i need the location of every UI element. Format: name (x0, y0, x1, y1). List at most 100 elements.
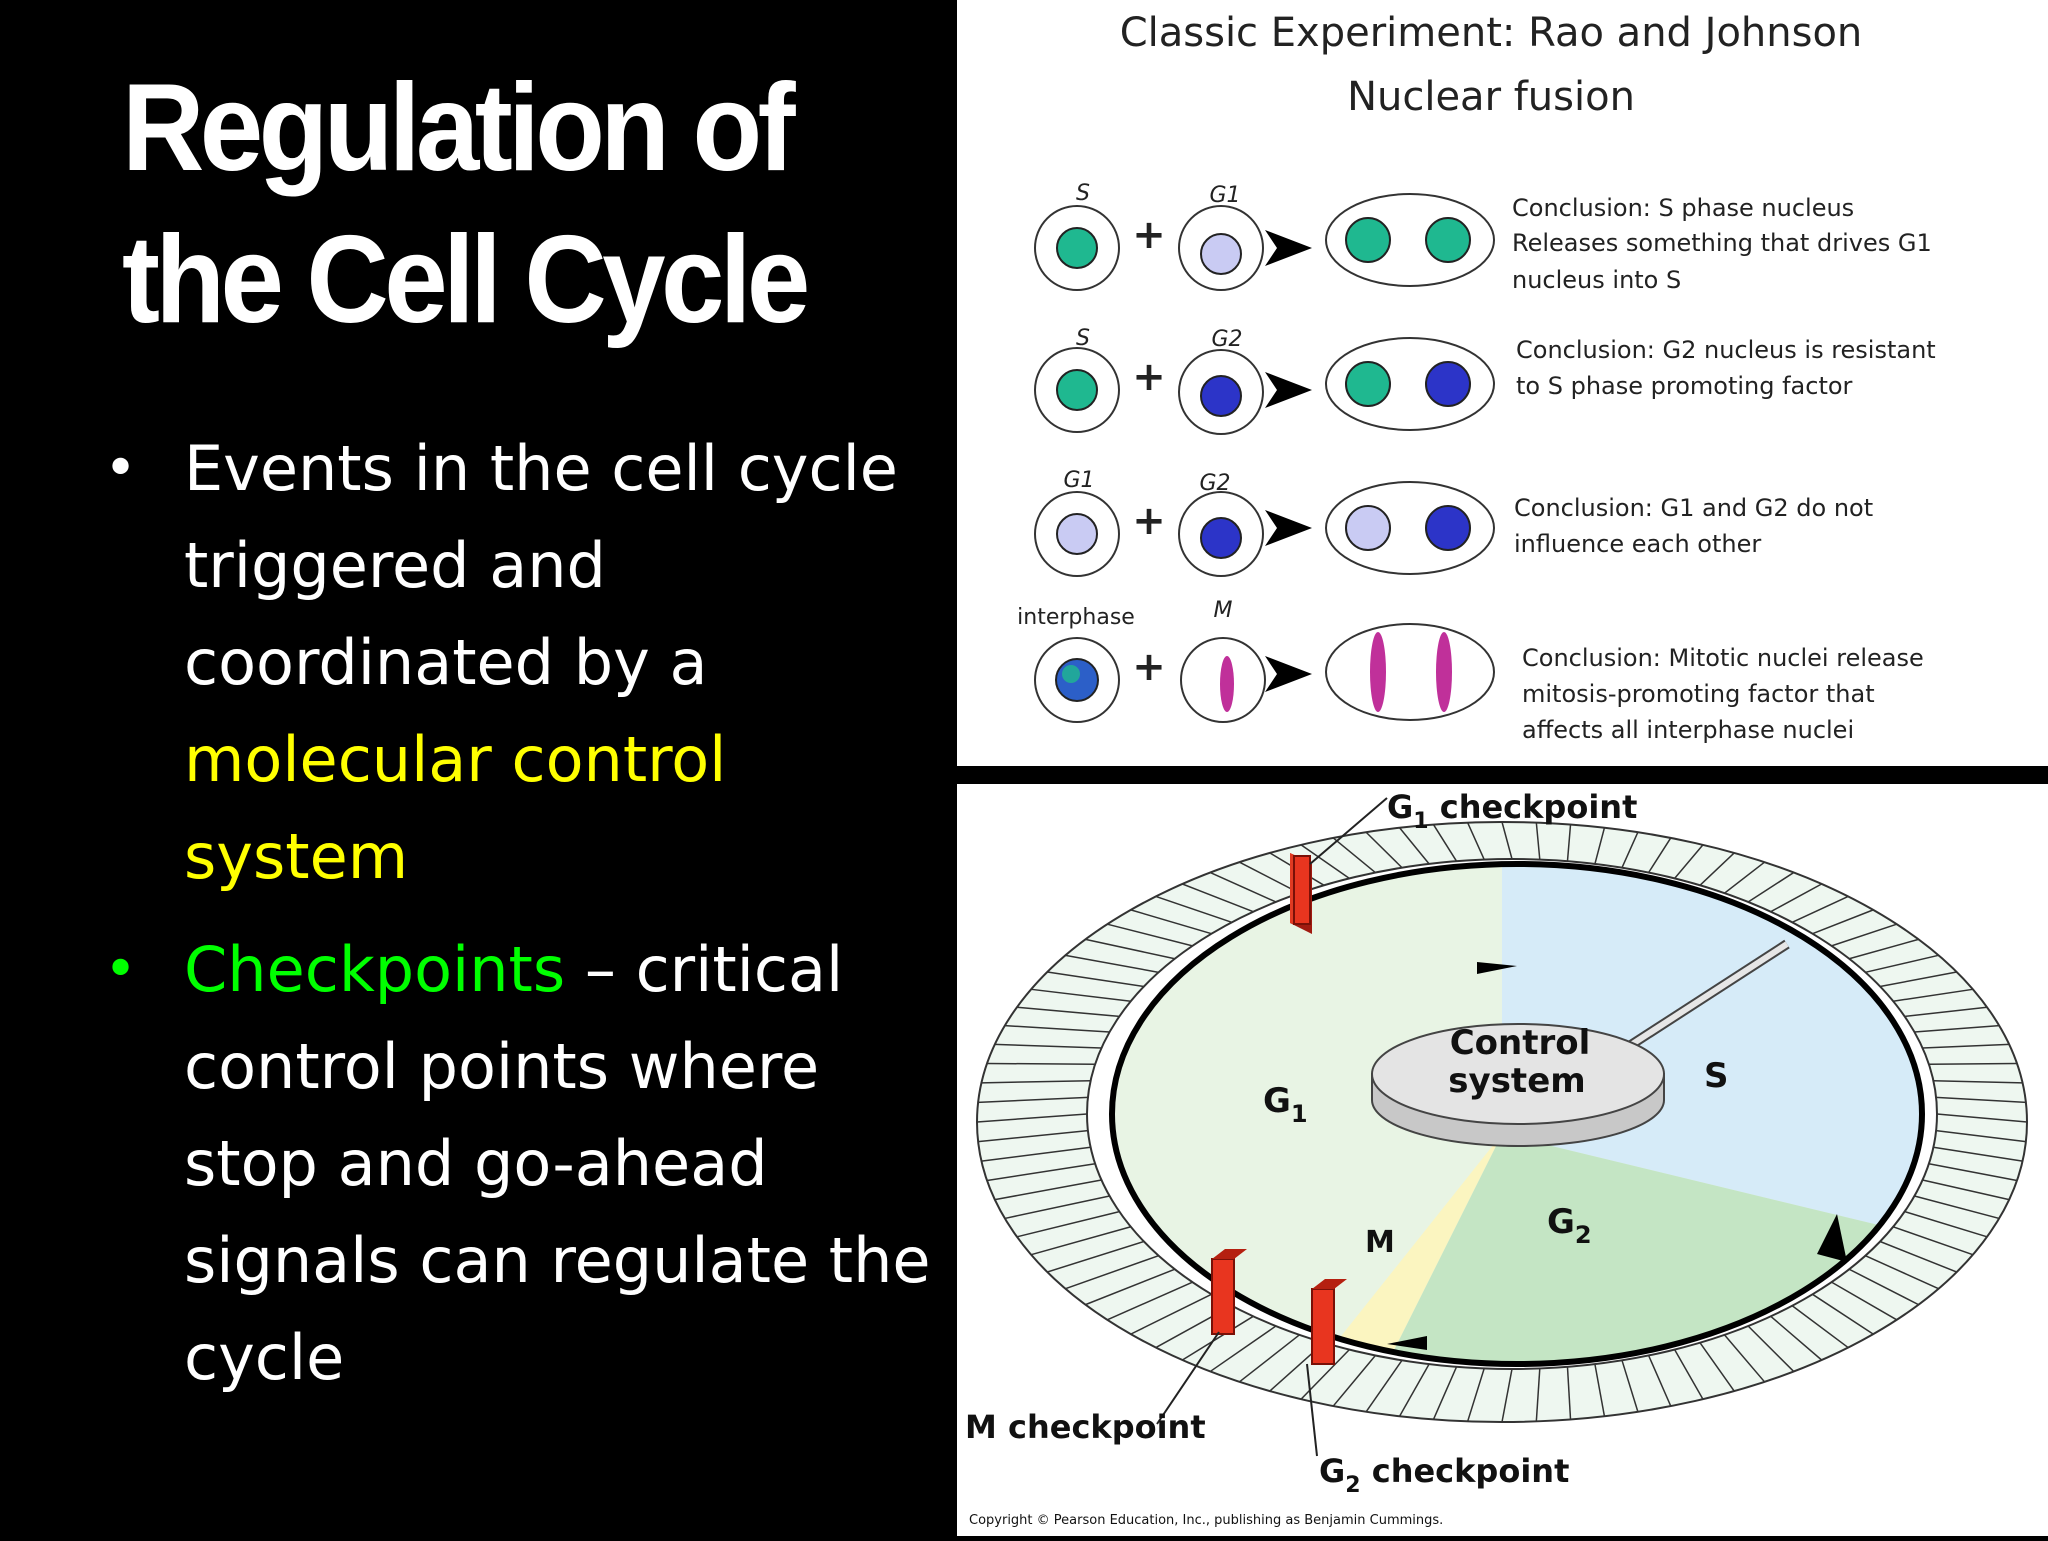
ring-tick (1922, 1179, 2010, 1201)
g1-nucleus (1056, 513, 1098, 555)
ring-tick (981, 1079, 1091, 1084)
row-4-conclusion-line-2: mitosis-promoting factor that (1522, 680, 1875, 708)
barrier-panel (1211, 1258, 1235, 1335)
ring-tick (1566, 824, 1572, 862)
row-1-left-label: S (1076, 181, 1090, 206)
ring-tick (1004, 1195, 1110, 1220)
phase-g1-letter: G (1263, 1081, 1291, 1121)
plus-sign: + (1132, 212, 1166, 258)
g1-nucleus (1345, 505, 1391, 551)
ring-tick (1621, 831, 1639, 868)
ring-tick (1107, 923, 1193, 947)
ring-tick (1065, 1254, 1159, 1290)
phase-m-label: M (1365, 1225, 1395, 1260)
g2-checkpoint-word: checkpoint (1361, 1452, 1570, 1490)
ring-tick (1936, 1113, 2028, 1123)
experiment-subtitle: Nuclear fusion (1347, 74, 1635, 120)
ring-tick (1699, 852, 1735, 886)
ring-tick (1535, 822, 1541, 860)
g1-checkpoint-letter: G (1387, 788, 1413, 826)
row-2-right-label: G2 (1211, 327, 1242, 352)
ring-tick (1047, 971, 1145, 988)
ring-tick (1647, 1355, 1672, 1407)
ring-tick (1566, 1366, 1572, 1420)
m-chromosome (1436, 632, 1452, 712)
cell-cycle-diagram: Control system G1 S G2 M G1 checkpoint M… (965, 788, 2028, 1528)
barrier-panel (1311, 1288, 1335, 1365)
ring-tick (1594, 827, 1606, 865)
phase-g1-label: G1 (1263, 1081, 1308, 1128)
g1-checkpoint-label: G1 checkpoint (1387, 788, 1637, 834)
ring-tick (1914, 1195, 2000, 1220)
ring-tick (1922, 1043, 2010, 1049)
control-system-dial (1371, 1023, 1665, 1125)
ring-tick (994, 1179, 1102, 1201)
control-system-label-2: system (1448, 1061, 1585, 1101)
ring-tick (1398, 827, 1430, 865)
ring-tick (1770, 883, 1822, 913)
fusion-row-g1-g2: G1 G2 + Conclusion: G1 and G2 do not inf… (1034, 468, 1873, 577)
ring-tick (986, 1163, 1096, 1182)
m-chromosome (1370, 632, 1386, 712)
experiment-title: Classic Experiment: Rao and Johnson (1120, 10, 1863, 56)
ring-tick (1724, 861, 1765, 894)
ring-tick (987, 1062, 1096, 1066)
s-nucleus (1056, 227, 1098, 269)
row-4-right-label: M (1214, 598, 1233, 623)
row-2-conclusion-line-2: to S phase promoting factor (1516, 372, 1853, 400)
row-2-left-label: S (1076, 326, 1090, 351)
ring-tick (978, 1096, 1088, 1104)
fusion-experiment-panel: Classic Experiment: Rao and Johnson Nucl… (957, 0, 2048, 766)
ring-tick (994, 1043, 1102, 1049)
ring-tick (1647, 837, 1672, 873)
arrow-icon (1817, 1214, 1847, 1262)
row-3-conclusion-line-1: Conclusion: G1 and G2 do not (1514, 494, 1873, 522)
ring-ticks (976, 821, 2028, 1423)
g2-nucleus (1200, 375, 1242, 417)
ring-tick (1501, 1368, 1513, 1423)
ring-tick (1365, 1359, 1403, 1413)
row-1-right-label: G1 (1209, 183, 1240, 208)
ring-tick (1004, 1024, 1110, 1033)
ring-tick (1182, 883, 1254, 913)
phase-g2-letter: G (1547, 1202, 1575, 1242)
phase-g2-label: G2 (1547, 1202, 1592, 1249)
ring-tick (1239, 861, 1300, 894)
row-3-left-label: G1 (1063, 468, 1094, 493)
row-1-conclusion-line-2: Releases something that drives G1 (1512, 229, 1932, 257)
ring-tick (1130, 1293, 1212, 1335)
ring-tick (1928, 1062, 2017, 1066)
ring-tick (1723, 1334, 1766, 1383)
row-4-conclusion-line-1: Conclusion: Mitotic nuclei release (1522, 644, 1924, 672)
ring-tick (1047, 1240, 1145, 1273)
arrow-icon (1265, 230, 1312, 266)
ring-tick (1332, 1354, 1376, 1407)
g2-checkpoint-label: G2 checkpoint (1319, 1452, 1569, 1498)
phase-g1-subscript: 1 (1291, 1100, 1308, 1128)
plus-sign: + (1132, 498, 1166, 544)
ring-tick (1770, 1315, 1823, 1361)
phase-s-label: S (1704, 1056, 1729, 1096)
ring-tick (1812, 909, 1874, 935)
ring-tick (1501, 821, 1513, 860)
ring-tick (1747, 1325, 1795, 1372)
bullet-item-control-system: • Events in the cell cycle triggered and… (98, 420, 938, 905)
ring-tick (1466, 822, 1485, 860)
fusion-experiment-diagram: Classic Experiment: Rao and Johnson Nucl… (1017, 10, 1936, 744)
dial-pointer-highlight (1615, 941, 1789, 1057)
row-1-conclusion-line-3: nucleus into S (1512, 266, 1681, 294)
ring-tick (1865, 1254, 1939, 1290)
g2-checkpoint-subscript: 2 (1345, 1473, 1360, 1498)
ring-tick (1831, 1281, 1898, 1321)
row-1-conclusion-line-1: Conclusion: S phase nucleus (1512, 194, 1854, 222)
s-nucleus (1345, 361, 1391, 407)
ring-tick (1466, 1368, 1485, 1422)
slide-text-panel: Regulation of the Cell Cycle • Events in… (0, 0, 955, 1536)
s-nucleus (1345, 217, 1391, 263)
ring-tick (1914, 1024, 2000, 1033)
control-system-label-1: Control (1450, 1023, 1591, 1063)
fusion-row-s-g2: S G2 + Conclusion: G2 nucleus is resista… (1034, 326, 1936, 435)
fusion-row-interphase-m: interphase M + Conclusion: Mitotic nucle… (1017, 598, 1924, 744)
slide-title: Regulation of the Cell Cycle (122, 52, 810, 356)
barrier-panel (1293, 855, 1311, 925)
